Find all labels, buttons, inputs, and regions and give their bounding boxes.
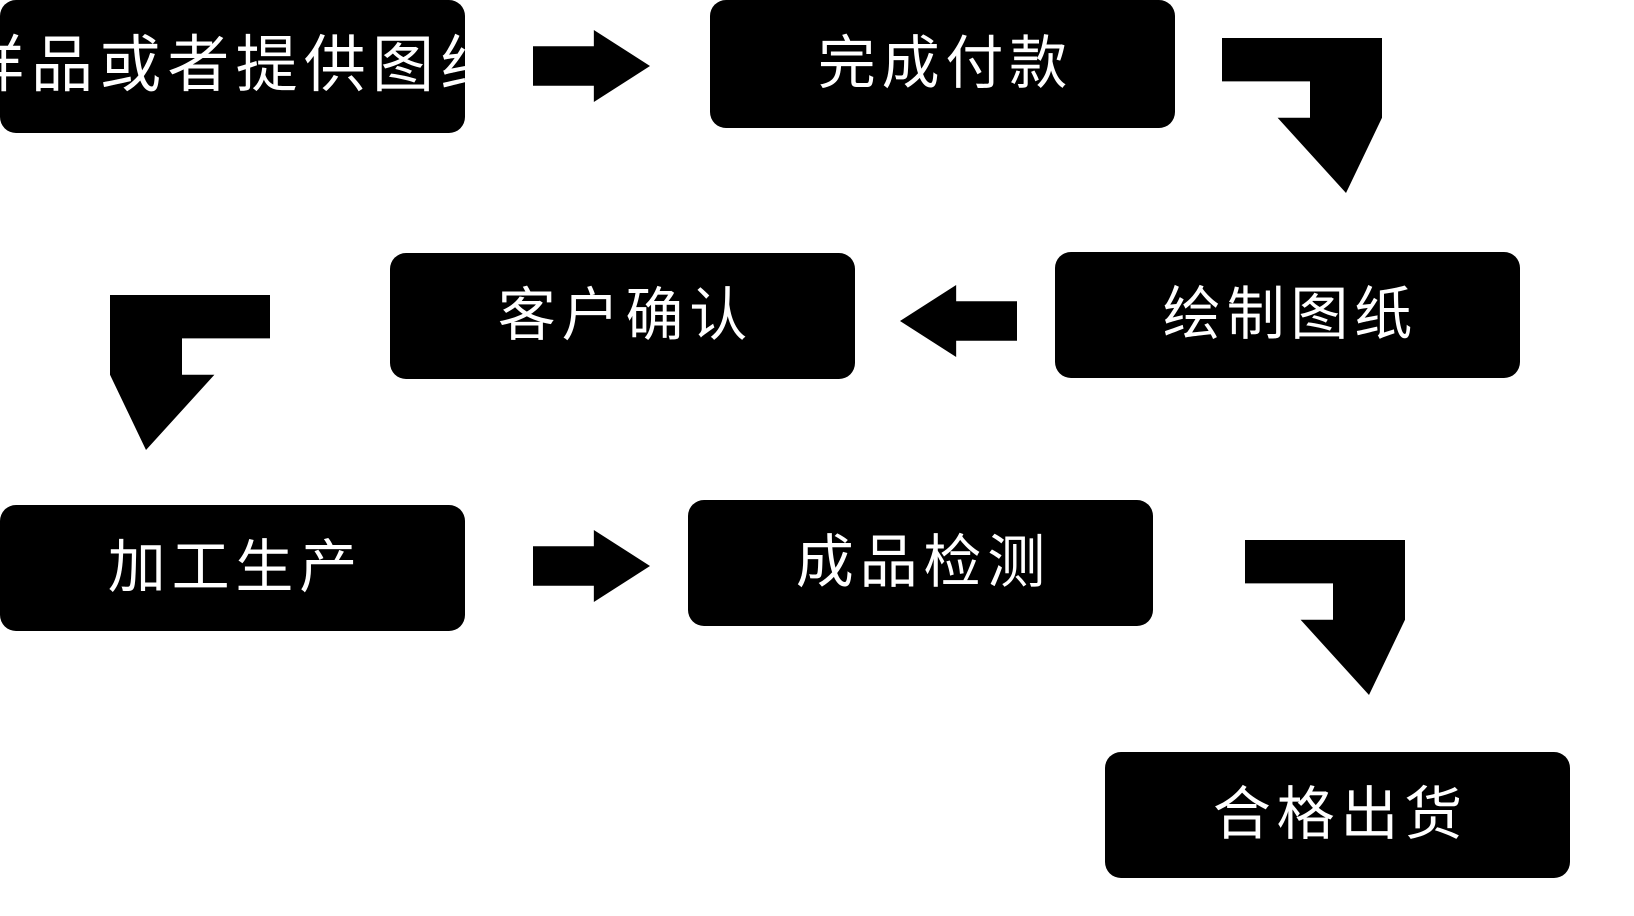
flow-arrow-production-to-inspection (533, 530, 650, 602)
flow-node-processing-production[interactable]: 加工生产 (0, 505, 465, 631)
flow-node-label: 加工生产 (107, 535, 363, 601)
flow-node-label: 完成付款 (817, 31, 1073, 97)
flow-arrow-inspection-to-shipment (1245, 540, 1405, 695)
flow-node-draw-drawings[interactable]: 绘制图纸 (1055, 252, 1520, 378)
flow-node-label: 绘制图纸 (1162, 282, 1418, 348)
flow-arrow-payment-to-drawings (1222, 38, 1382, 193)
flow-node-label: 客户确认 (497, 283, 753, 349)
flow-node-customer-confirmation[interactable]: 客户确认 (390, 253, 855, 379)
flow-node-label: 成品检测 (795, 530, 1051, 596)
flow-node-qualified-shipment[interactable]: 合格出货 (1105, 752, 1570, 878)
flow-arrow-confirmation-to-production (110, 295, 270, 450)
flow-node-label: 样品或者提供图纸 (0, 31, 509, 101)
flow-node-label: 合格出货 (1212, 782, 1468, 848)
flow-node-complete-payment[interactable]: 完成付款 (710, 0, 1175, 128)
flow-arrow-sample-to-payment (533, 30, 650, 102)
flow-node-finished-product-inspection[interactable]: 成品检测 (688, 500, 1153, 626)
flow-node-sample-or-drawing[interactable]: 样品或者提供图纸 (0, 0, 502, 133)
flow-arrow-drawings-to-confirmation (900, 285, 1017, 357)
